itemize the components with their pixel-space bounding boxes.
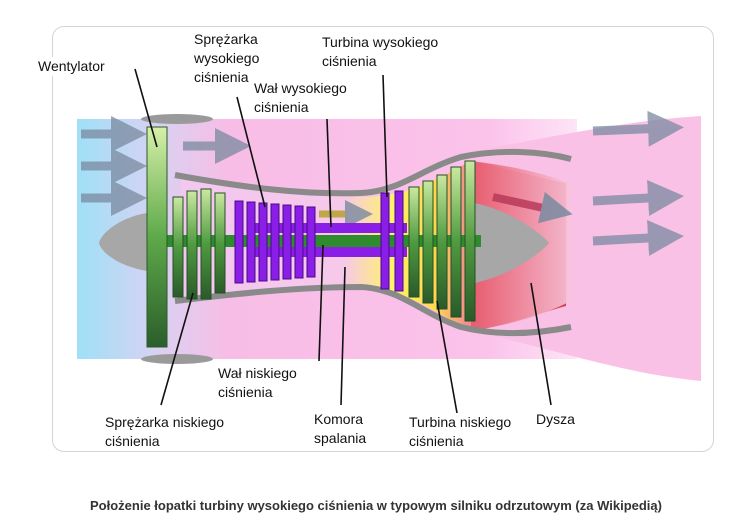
label-lp-turbine: Turbina niskiego ciśnienia (407, 413, 514, 451)
hp-shaft (247, 223, 407, 233)
leader-lines (134, 68, 552, 414)
label-hp-shaft: Wał wysokiego ciśnienia (252, 79, 349, 117)
lp-compressor-blades (172, 188, 226, 300)
figure-caption: Położenie łopatki turbiny wysokiego ciśn… (90, 498, 662, 513)
hp-turbine-blades (380, 190, 404, 292)
label-lp-compressor: Sprężarka niskiego ciśnienia (103, 413, 227, 451)
outer-casing-bottom (174, 283, 572, 337)
tail-cone (475, 203, 549, 283)
nacelle-lip-bottom (141, 354, 213, 364)
fan-blades (146, 126, 168, 348)
nose-cone (99, 213, 147, 271)
nacelle-lip-top (141, 114, 213, 124)
hp-shaft-lower (247, 247, 407, 257)
label-combustor: Komora spalania (312, 410, 369, 448)
flow-arrows (81, 110, 684, 256)
label-hp-turbine: Turbina wysokiego ciśnienia (320, 33, 441, 71)
lp-turbine-blades (408, 160, 476, 322)
label-fan: Wentylator (36, 57, 107, 76)
jet-engine-diagram (77, 68, 701, 414)
diagram-frame: RR (52, 26, 714, 452)
label-lp-shaft: Wał niskiego ciśnienia (216, 364, 299, 402)
hp-compressor-blades (234, 200, 316, 284)
label-hp-compressor: Sprężarka wysokiego ciśnienia (192, 30, 262, 87)
outer-casing-top (174, 148, 572, 197)
exhaust-arrow (492, 191, 573, 224)
label-nozzle: Dysza (534, 410, 577, 429)
